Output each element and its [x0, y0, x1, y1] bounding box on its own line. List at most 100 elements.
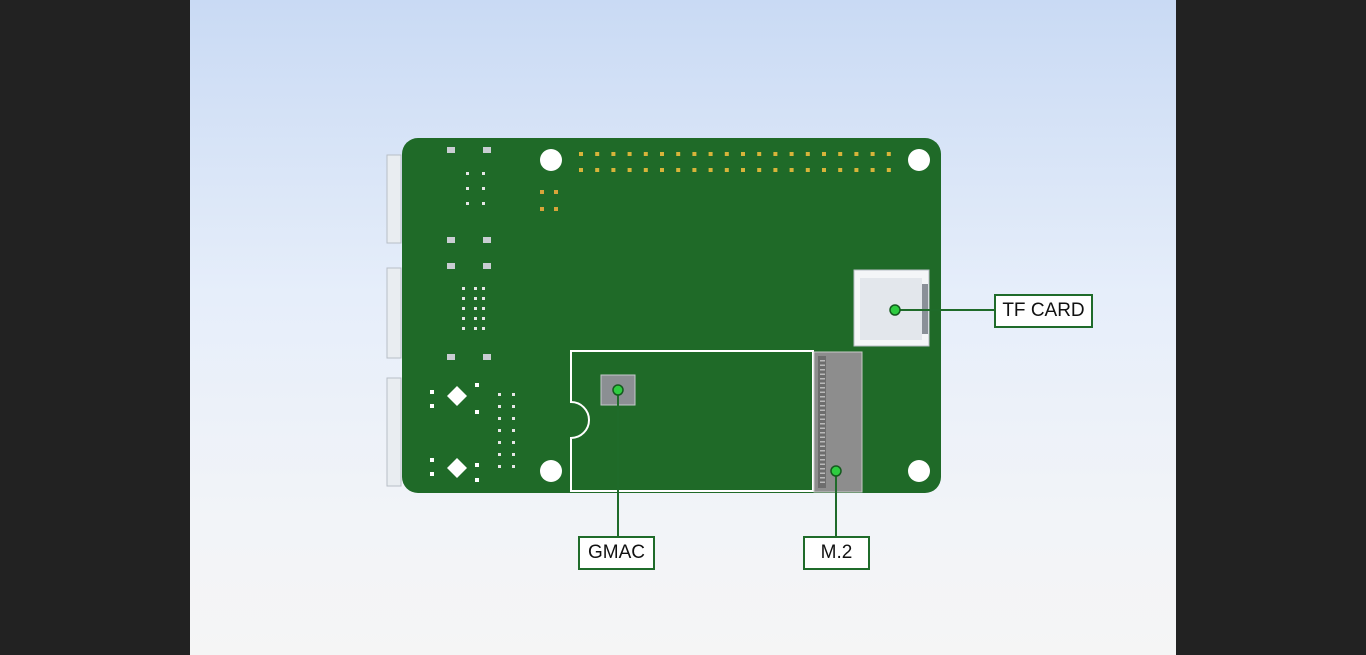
m2-label: M.2 [803, 536, 870, 570]
m2-pin [820, 423, 825, 425]
m2-pin [820, 432, 825, 434]
white-pad [475, 478, 479, 482]
m2-pin [820, 468, 825, 470]
gpio-pad [611, 152, 616, 156]
gpio-pad [579, 168, 583, 172]
via-pad [498, 393, 501, 396]
usb-connector-edge [386, 154, 402, 244]
via-pad [498, 429, 501, 432]
via-pad [512, 453, 515, 456]
via-pad [482, 187, 485, 190]
gpio-pad [805, 168, 810, 172]
gpio-pad [595, 168, 600, 172]
m2-pin [820, 454, 825, 456]
grey-pad [483, 147, 491, 153]
via-pad [498, 441, 501, 444]
m2-pin [820, 373, 825, 375]
grey-pad [447, 147, 455, 153]
m2-pin [820, 400, 825, 402]
m2-pin [820, 391, 825, 393]
m2-pin [820, 387, 825, 389]
via-pad [466, 187, 469, 190]
gpio-pad [757, 152, 762, 156]
via-pad [474, 297, 477, 300]
tf-card-marker-dot [889, 304, 901, 316]
gpio-pad [643, 168, 648, 172]
orange-pad [540, 190, 544, 194]
grey-pad [447, 263, 455, 269]
m2-pin [820, 445, 825, 447]
via-pad [474, 287, 477, 290]
via-pad [498, 453, 501, 456]
gpio-pad [773, 152, 778, 156]
via-pad [512, 441, 515, 444]
gpio-pad [886, 152, 891, 156]
gpio-pad [789, 168, 794, 172]
m2-pin [820, 378, 825, 380]
orange-pad [540, 207, 544, 211]
diagram-canvas: TF CARD GMAC M.2 [190, 0, 1176, 655]
gpio-pad [724, 168, 729, 172]
via-pad [512, 429, 515, 432]
gpio-pad [741, 168, 745, 172]
gpio-pad [870, 152, 875, 156]
hdmi-connector-edge [386, 267, 402, 359]
grey-pad [483, 354, 491, 360]
orange-pad [554, 207, 558, 211]
gpio-pad [627, 168, 632, 172]
m2-pin [820, 382, 825, 384]
via-pad [474, 327, 477, 330]
gpio-pad [692, 152, 697, 156]
grey-pad [483, 237, 491, 243]
m2-pin [820, 459, 825, 461]
via-pad [482, 307, 485, 310]
gpio-pad [611, 168, 616, 172]
white-pad [430, 472, 434, 476]
mounting-hole-bottom-left [540, 460, 562, 482]
gpio-pad [595, 152, 600, 156]
gpio-pad [822, 168, 826, 172]
via-pad [466, 172, 469, 175]
m2-pin [820, 441, 825, 443]
via-pad [512, 405, 515, 408]
via-pad [466, 202, 469, 205]
via-pad [512, 417, 515, 420]
mounting-hole-top-right [908, 149, 930, 171]
m2-pin [820, 369, 825, 371]
gpio-pad [692, 168, 697, 172]
gpio-pad [789, 152, 794, 156]
gpio-pad [708, 152, 713, 156]
gpio-pad [757, 168, 762, 172]
gpio-pad [805, 152, 810, 156]
gpio-header-pads [579, 152, 891, 172]
m2-pin [820, 427, 825, 429]
white-pad [430, 390, 434, 394]
via-pad [482, 287, 485, 290]
pcb-diagram [386, 138, 994, 538]
gpio-pad [854, 168, 859, 172]
grey-pad [447, 237, 455, 243]
gmac-label: GMAC [578, 536, 655, 570]
via-pad [482, 317, 485, 320]
gpio-pad [627, 152, 632, 156]
via-pad [482, 327, 485, 330]
orange-pad [554, 190, 558, 194]
gpio-pad [579, 152, 583, 156]
gpio-pad [838, 152, 843, 156]
via-pad [498, 465, 501, 468]
gpio-pad [724, 152, 729, 156]
gpio-pad [886, 168, 891, 172]
via-pad [462, 317, 465, 320]
gpio-pad [660, 152, 664, 156]
grey-pad [447, 354, 455, 360]
m2-pin [820, 360, 825, 362]
m2-module-outline [570, 350, 814, 492]
gpio-pad [838, 168, 843, 172]
m2-pin [820, 409, 825, 411]
via-pad [482, 297, 485, 300]
diamond-pad-bottom [447, 458, 467, 478]
m2-pin [820, 418, 825, 420]
gpio-pad [741, 152, 745, 156]
ethernet-connector-edge [386, 377, 402, 487]
mounting-hole-bottom-right [908, 460, 930, 482]
